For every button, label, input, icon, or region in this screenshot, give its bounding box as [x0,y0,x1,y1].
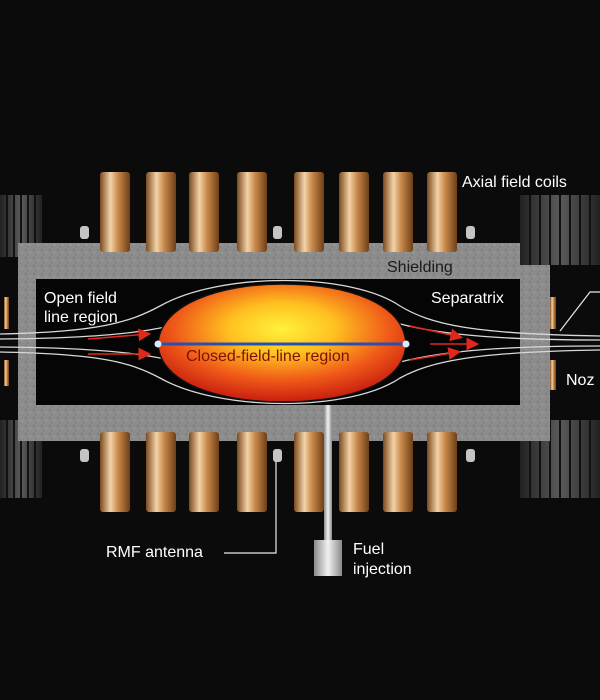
label-open-field-line-2: line region [44,309,118,326]
nozzle-coils [4,297,556,390]
label-shielding: Shielding [387,259,453,276]
label-rmf-antenna: RMF antenna [106,544,203,561]
label-open-field-line-1: Open field [44,290,117,307]
flow-arrows [87,325,480,361]
label-fuel-injection-1: Fuel [353,541,385,558]
label-axial-field-coils: Axial field coils [462,174,567,191]
label-fuel-injection-2: injection [353,561,412,578]
axial-field-coils-bottom [100,432,457,512]
axial-field-coils-top [100,172,457,252]
right-side-coils [520,195,600,498]
leader-lines [224,291,600,554]
label-closed-field-line-region: Closed-field-line region [186,348,350,365]
fuel-injector [314,405,342,576]
x-point-right [402,340,410,348]
x-point-left [154,340,162,348]
label-nozzle: Noz [566,372,595,389]
rmf-antenna-pads [80,226,475,462]
label-separatrix: Separatrix [431,290,504,307]
